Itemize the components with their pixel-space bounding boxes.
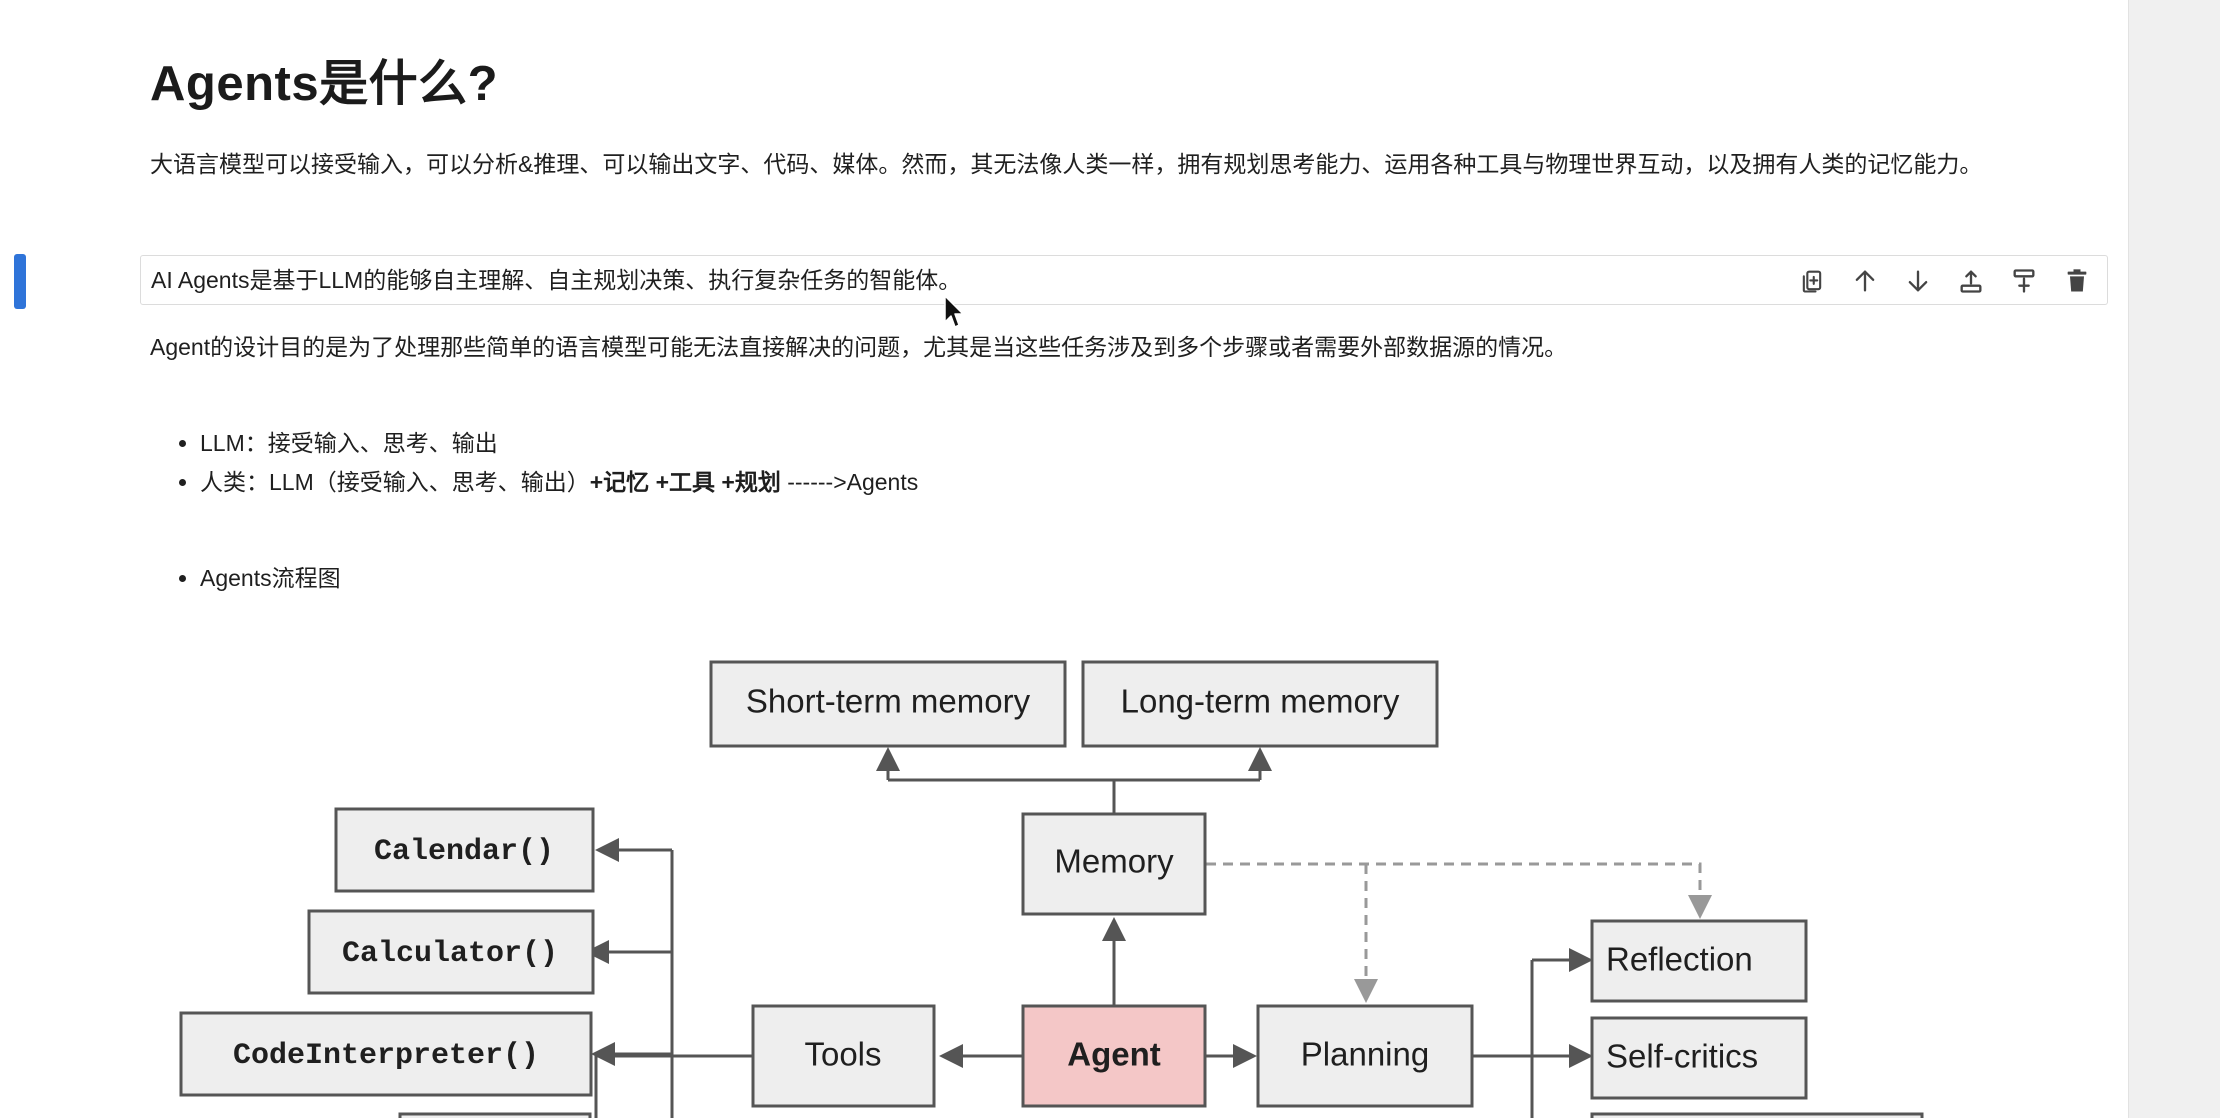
- selected-text-block[interactable]: AI Agents是基于LLM的能够自主理解、自主规划决策、执行复杂任务的智能体…: [140, 255, 2108, 305]
- intro-paragraph: 大语言模型可以接受输入，可以分析&推理、可以输出文字、代码、媒体。然而，其无法像…: [150, 151, 1983, 177]
- insert-above-button[interactable]: [1954, 265, 1987, 298]
- insert-below-icon: [2013, 269, 2034, 293]
- delete-block-button[interactable]: [2060, 265, 2093, 298]
- svg-text:Self-critics: Self-critics: [1606, 1038, 1758, 1075]
- tools-node: Tools: [751, 1004, 936, 1108]
- copy-block-button[interactable]: [1795, 265, 1828, 298]
- svg-text:Calendar(): Calendar(): [374, 835, 554, 869]
- move-down-button[interactable]: [1901, 265, 1934, 298]
- svg-text:Reflection: Reflection: [1606, 941, 1753, 978]
- flowchart-connectors: [585, 747, 1593, 1118]
- planning-node: Planning: [1256, 1004, 1474, 1108]
- bullet-list-llm: LLM：接受输入、思考、输出 人类：LLM（接受输入、思考、输出）+记忆 +工具…: [150, 424, 918, 502]
- svg-text:CodeInterpreter(): CodeInterpreter(): [233, 1039, 539, 1073]
- short-term-memory-node: Short-term memory: [709, 660, 1067, 748]
- svg-text:Tools: Tools: [804, 1036, 881, 1073]
- calendar-node: Calendar(): [334, 807, 595, 893]
- svg-text:Calculator(): Calculator(): [342, 937, 558, 971]
- partial-tool-node: [398, 1112, 592, 1118]
- memory-node: Memory: [1021, 812, 1207, 916]
- list-item: LLM：接受输入、思考、输出: [200, 424, 918, 463]
- insert-below-button[interactable]: [2007, 265, 2040, 298]
- code-interpreter-node: CodeInterpreter(): [179, 1011, 593, 1097]
- arrow-down-icon: [1908, 270, 1927, 292]
- block-drag-handle[interactable]: [14, 254, 26, 309]
- delete-icon: [2067, 269, 2086, 292]
- list-item: Agents流程图: [200, 559, 341, 598]
- page-title: Agents是什么?: [150, 57, 499, 111]
- svg-text:Agent: Agent: [1067, 1036, 1161, 1073]
- arrow-up-icon: [1855, 270, 1874, 292]
- svg-text:Memory: Memory: [1054, 843, 1174, 880]
- move-up-button[interactable]: [1848, 265, 1881, 298]
- svg-text:Long-term memory: Long-term memory: [1121, 683, 1400, 720]
- partial-planning-node: [1590, 1112, 1924, 1118]
- copy-icon: [1802, 270, 1821, 293]
- selected-block-text: AI Agents是基于LLM的能够自主理解、自主规划决策、执行复杂任务的智能体…: [151, 267, 962, 293]
- bullet-list-flowchart: Agents流程图: [150, 559, 341, 598]
- memory-planning-dashed-connector: [1206, 862, 1712, 1003]
- purpose-paragraph: Agent的设计目的是为了处理那些简单的语言模型可能无法直接解决的问题，尤其是当…: [150, 334, 1568, 360]
- self-critics-node: Self-critics: [1590, 1016, 1808, 1100]
- mouse-cursor-icon: [944, 295, 964, 328]
- list-item: 人类：LLM（接受输入、思考、输出）+记忆 +工具 +规划 ------>Age…: [200, 463, 918, 502]
- right-side-panel: [2128, 0, 2220, 1118]
- agent-node: Agent: [1021, 1004, 1207, 1108]
- block-toolbar: [1795, 264, 2093, 298]
- svg-text:Short-term memory: Short-term memory: [746, 683, 1031, 720]
- reflection-node: Reflection: [1590, 919, 1808, 1003]
- svg-text:Planning: Planning: [1301, 1036, 1429, 1073]
- agents-flowchart: Short-term memory Long-term memory Memor…: [179, 660, 1924, 1118]
- calculator-node: Calculator(): [307, 909, 595, 995]
- insert-above-icon: [1960, 270, 1981, 293]
- long-term-memory-node: Long-term memory: [1081, 660, 1439, 748]
